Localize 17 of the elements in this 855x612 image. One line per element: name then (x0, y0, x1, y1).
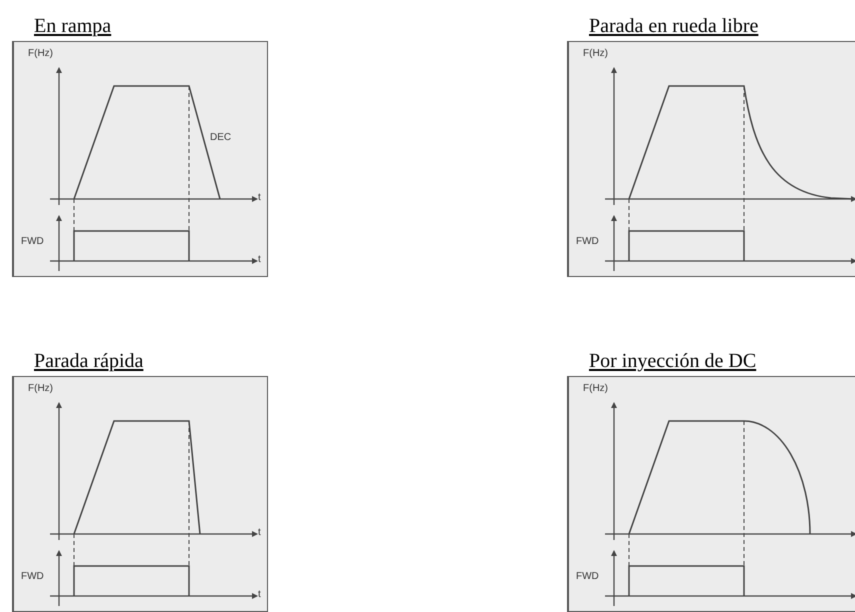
axis-label: FWD (576, 236, 599, 248)
chart-title: Por inyección de DC (589, 349, 756, 374)
axis-label: FWD (21, 236, 44, 248)
axis-label: F(Hz) (28, 48, 53, 60)
axis-label: t (258, 589, 261, 601)
chart-title: Parada en rueda libre (589, 14, 758, 39)
axis-label: t (258, 192, 261, 204)
axis-label: t (258, 254, 261, 266)
axis-label: FWD (21, 571, 44, 583)
chart-title: Parada rápida (34, 349, 144, 374)
axis-label: t (258, 527, 261, 539)
axis-label: FWD (576, 571, 599, 583)
axis-label: F(Hz) (583, 383, 608, 395)
axis-label: F(Hz) (28, 383, 53, 395)
axis-label: F(Hz) (583, 48, 608, 60)
chart-title: En rampa (34, 14, 112, 39)
axis-label: DEC (210, 132, 232, 144)
